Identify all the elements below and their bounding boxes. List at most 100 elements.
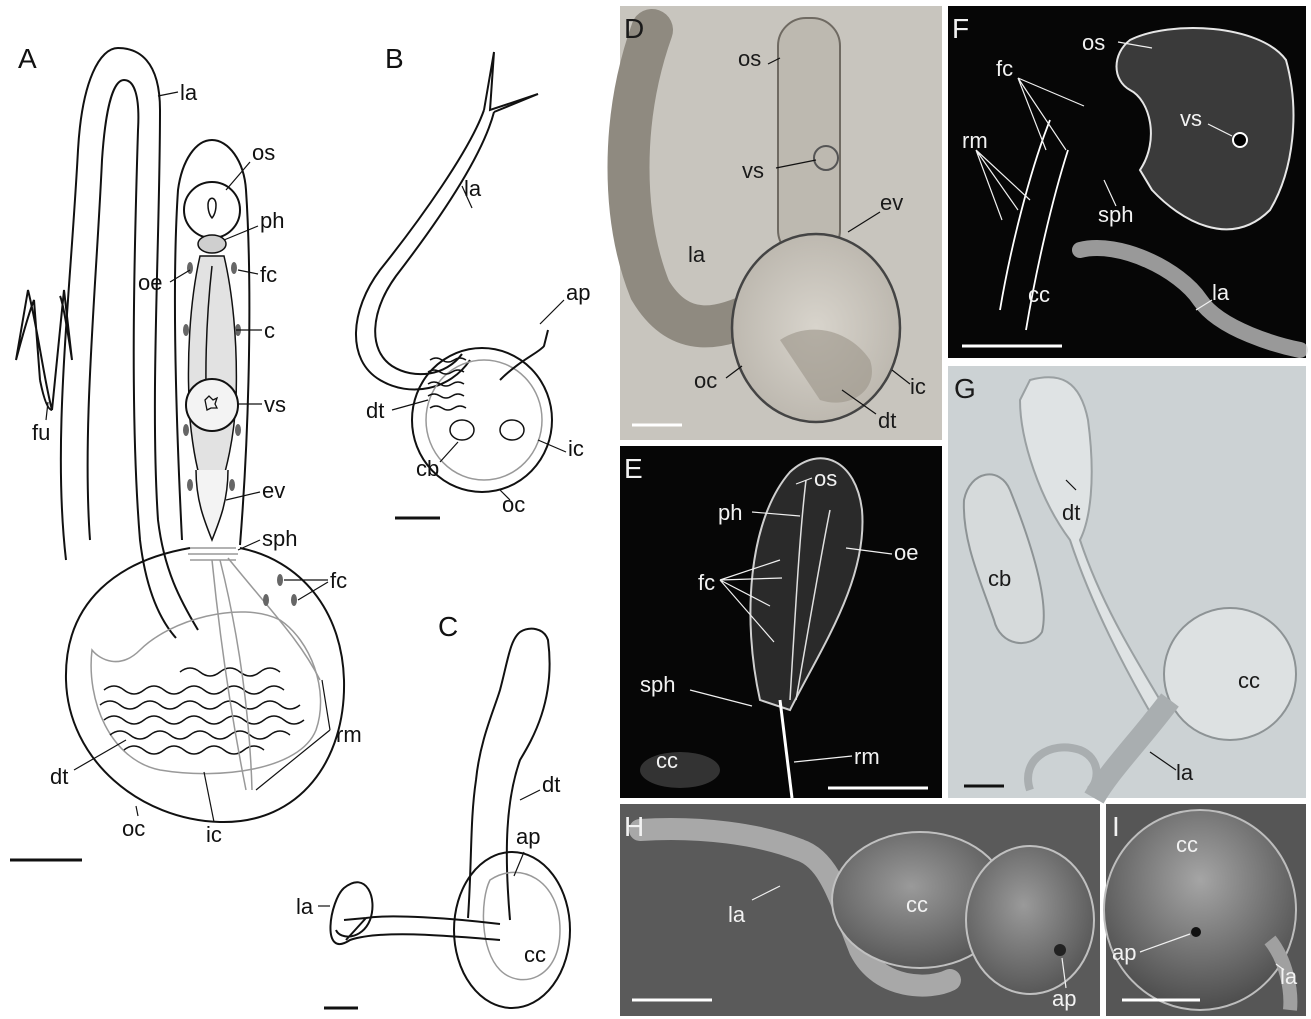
label-i-la: la [1280,964,1298,989]
label-f-fc: fc [996,56,1013,81]
leader-a-oc [136,806,138,816]
label-c-ap: ap [516,824,540,849]
label-b-dt: dt [366,398,384,423]
label-c-la: la [296,894,314,919]
b-body-left [450,420,474,440]
pharynx [198,235,226,253]
label-i-ap: ap [1112,940,1136,965]
label-e-fc: fc [698,570,715,595]
label-h-cc: cc [906,892,928,917]
b-body-right [500,420,524,440]
panel-g-letter: G [954,373,976,404]
panel-i-letter: I [1112,811,1120,842]
label-b-cb: cb [416,456,439,481]
e-cc [640,752,720,788]
excretory-vesicle [196,470,228,540]
label-a-os: os [252,140,275,165]
i-aperture [1191,927,1201,937]
leader-a-fc [238,270,258,274]
label-d-oc: oc [694,368,717,393]
sphincter [188,548,238,560]
panel-b-letter: B [385,43,404,74]
h-cc-back [966,846,1094,994]
label-b-oc: oc [502,492,525,517]
leader-a-sph [238,540,260,550]
label-a-dt: dt [50,764,68,789]
panel-a: A [10,43,362,860]
label-g-cb: cb [988,566,1011,591]
label-a-ev: ev [262,478,285,503]
panel-a-letter: A [18,43,37,74]
label-f-vs: vs [1180,106,1202,131]
b-furca [484,52,538,112]
label-b-ic: ic [568,436,584,461]
panel-d: D os vs ev la oc ic dt [620,6,942,440]
outer-cyst [66,548,344,822]
panel-c: C dt ap la cc [296,611,570,1008]
g-cc [1164,608,1296,740]
label-a-c: c [264,318,275,343]
panel-e-letter: E [624,453,643,484]
furca [16,290,72,410]
d-body [778,18,840,258]
c-cyst-inner [483,872,560,979]
label-c-dt: dt [542,772,560,797]
oral-sucker-mouth [208,198,216,218]
leader-b-ic [538,440,566,452]
leader-a-ic [204,772,214,822]
leader-b-cb [440,442,458,462]
distome-tail [100,668,304,754]
panel-h: H cc la ap [620,804,1100,1016]
panel-g: G dt cb cc la [948,366,1306,798]
flame-cells-cyst [263,574,297,606]
h-aperture [1054,944,1066,956]
label-d-la: la [688,242,706,267]
label-d-dt: dt [878,408,896,433]
panel-d-letter: D [624,13,644,44]
panel-i: I cc ap la [1104,804,1306,1016]
label-i-cc: cc [1176,832,1198,857]
label-a-vs: vs [264,392,286,417]
label-f-rm: rm [962,128,988,153]
label-e-os: os [814,466,837,491]
panel-e: E os ph oe fc sph cc rm [620,446,942,798]
panel-c-letter: C [438,611,458,642]
panel-b: B ap la dt ic cb oc [356,43,591,518]
c-distome [468,629,550,920]
label-a-ph: ph [260,208,284,233]
c-cyst [454,852,570,1008]
label-e-cc: cc [656,748,678,773]
label-a-fu: fu [32,420,50,445]
label-b-ap: ap [566,280,590,305]
larval-appendix [61,48,198,630]
c-larval-appendix [330,882,500,944]
label-g-la: la [1176,760,1194,785]
leader-b-ap [540,300,564,324]
label-e-oe: oe [894,540,918,565]
label-c-cc: cc [524,942,546,967]
label-e-rm: rm [854,744,880,769]
label-a-fc2: fc [330,568,347,593]
label-a-fc: fc [260,262,277,287]
retractor-muscles [212,558,320,790]
label-d-vs: vs [742,158,764,183]
leader-b-dt [392,400,428,410]
label-a-la: la [180,80,198,105]
oral-sucker [184,182,240,238]
caeca [188,256,236,490]
label-f-la: la [1212,280,1230,305]
panel-h-letter: H [624,811,644,842]
b-aperture [500,330,548,380]
label-g-dt: dt [1062,500,1080,525]
f-ventral-sucker [1233,133,1247,147]
b-larval-appendix [356,110,484,390]
i-cc [1104,810,1296,1010]
label-a-sph: sph [262,526,297,551]
label-d-ic: ic [910,374,926,399]
label-d-ev: ev [880,190,903,215]
ventral-sucker [186,379,238,431]
b-larval-appendix-inner [375,112,494,374]
label-e-ph: ph [718,500,742,525]
b-inner-cyst [426,360,542,480]
label-d-os: os [738,46,761,71]
